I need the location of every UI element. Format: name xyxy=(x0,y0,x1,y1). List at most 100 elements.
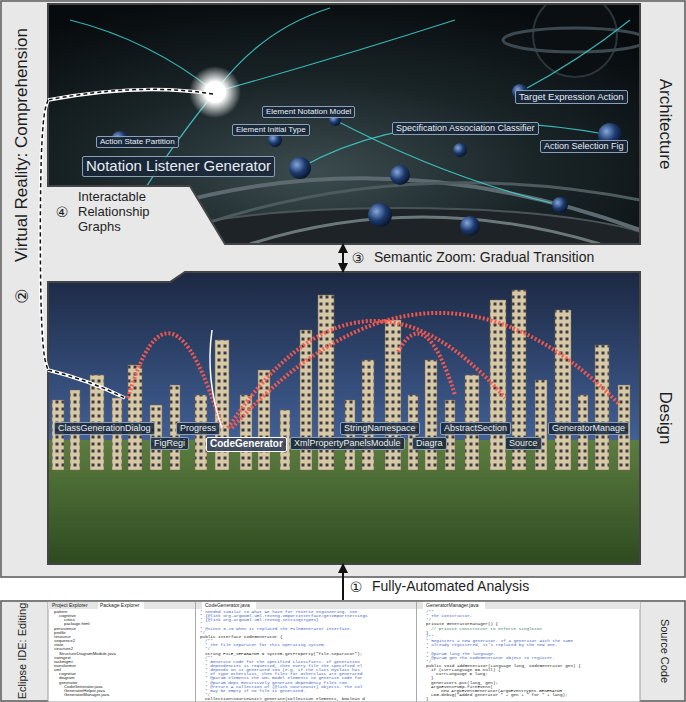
code-line: * {@link org.argouml.uml.reveng.Settings… xyxy=(200,618,319,622)
floor-arc xyxy=(150,183,640,244)
code-line: * The constructor. xyxy=(426,614,472,618)
edge-label: Semantic Zoom: Gradual Transition xyxy=(374,250,594,265)
relation-arc xyxy=(232,313,620,428)
vr-frame xyxy=(1,1,685,577)
ide-screenshot xyxy=(48,602,640,702)
scene-label: Action State Partition xyxy=(96,136,179,148)
tab-label: GeneratorManager.java xyxy=(426,603,479,608)
tower xyxy=(425,360,437,470)
tab-bar xyxy=(196,602,416,609)
active-tab xyxy=(98,602,144,609)
edge-label: Interactable Relationship Graphs xyxy=(78,190,182,235)
code-line: Collection<SourceUnit> generate(Collecti… xyxy=(205,697,365,701)
side-label: Source Code xyxy=(659,619,671,683)
tab-bar xyxy=(417,602,640,609)
planet xyxy=(368,203,392,227)
side-label: Architecture xyxy=(656,79,675,170)
planet-ring xyxy=(503,28,647,52)
side-label: Design xyxy=(656,392,675,445)
tree-item: GeneratorManager.java xyxy=(64,693,109,697)
relation-line xyxy=(520,20,630,92)
tower xyxy=(128,365,142,470)
scene-label: Element Initial Type xyxy=(232,124,310,136)
dark-planet xyxy=(533,0,617,77)
connector-group xyxy=(40,100,48,370)
scene-label: Notation Listener Generator xyxy=(82,156,275,177)
planet xyxy=(390,165,410,185)
scene-label: AbstractSection xyxy=(440,422,511,435)
code-line: * The file separator for this operating … xyxy=(205,643,326,647)
scene-label: Progress xyxy=(176,422,220,435)
tab-label: Project Explorer xyxy=(52,603,88,608)
connector xyxy=(342,244,344,272)
tower xyxy=(595,345,609,470)
scene-label: Specification Association Classifier xyxy=(392,122,539,135)
screenshot-outline xyxy=(48,4,640,244)
callout-number: ② xyxy=(14,288,31,303)
code-line: String FILE_SEPARATOR = System.getProper… xyxy=(205,652,362,656)
relation-arc xyxy=(398,334,455,395)
graph-pointer-halo xyxy=(48,370,125,398)
ide-frame xyxy=(1,601,685,701)
code-line: * already registered, it's replaced by t… xyxy=(426,643,558,647)
callout-number: ③ xyxy=(352,251,365,265)
pane-divider xyxy=(195,602,196,702)
connector-halo xyxy=(40,100,48,370)
code-line: LOG.debug("Added generator " + gen + " f… xyxy=(431,693,568,697)
code-line: * @since 0.20 when it replaced the FileG… xyxy=(200,627,352,631)
scene-label: CodeGenerator xyxy=(206,437,287,452)
connector xyxy=(342,564,344,600)
connector-group xyxy=(343,244,344,272)
scene-label: Source xyxy=(505,437,542,450)
tower xyxy=(535,380,547,470)
scene-label: Action Selection Fig xyxy=(540,140,628,153)
scene-label: Diagra xyxy=(412,437,447,450)
callout-number: ④ xyxy=(56,205,69,219)
graph-pointer-halo xyxy=(48,89,213,100)
active-tab xyxy=(202,602,256,609)
side-label: Eclipse IDE: Editing xyxy=(16,603,28,700)
floor-arc xyxy=(250,217,600,244)
active-tab xyxy=(423,602,485,609)
code-line: // private constructor to enforce single… xyxy=(431,627,542,631)
tab-label: CodeGenerator.java xyxy=(205,603,250,608)
code-line: * @param gen The CodeGenerator object to… xyxy=(426,656,555,660)
scene-label: GeneratorManage xyxy=(548,422,629,435)
scene-label: FigRegi xyxy=(150,437,189,450)
relation-line xyxy=(215,20,455,92)
scene-label: Element Notation Model xyxy=(262,106,355,118)
graph-pointer xyxy=(48,370,125,398)
tower xyxy=(362,360,374,470)
relation-line xyxy=(335,120,560,205)
pane-divider xyxy=(416,602,417,702)
design-scene xyxy=(48,272,640,564)
tab-label: Package Explorer xyxy=(100,603,139,608)
screenshot-panel: Design xyxy=(48,272,640,564)
architecture-scene xyxy=(48,0,670,296)
relation-arc xyxy=(128,333,222,428)
scene-label: ClassGenerationDialog xyxy=(54,422,155,435)
sky xyxy=(48,272,640,564)
tower xyxy=(555,310,571,470)
pointer-ray xyxy=(210,330,222,428)
connector xyxy=(40,100,48,370)
scene-label: StringNamespace xyxy=(340,422,420,435)
vr-panel: Virtual Reality: ComprehensionArchitectu… xyxy=(0,0,686,578)
edge-label: Fully-Automated Analysis xyxy=(372,579,529,594)
code-line: * may be empty if no file is generated. xyxy=(205,689,306,693)
tower xyxy=(490,300,506,470)
scene-label: XmlPropertyPanelsModule xyxy=(290,437,405,450)
vr-ground xyxy=(0,0,686,578)
graph-pointer xyxy=(48,89,213,100)
screenshot-outline xyxy=(48,272,640,564)
planet xyxy=(453,143,467,157)
planet xyxy=(460,216,480,236)
scene-label: Target Expression Action xyxy=(515,90,628,104)
callout-number: ① xyxy=(350,580,363,594)
tab-bar xyxy=(48,602,195,609)
code-line: currLanguage = lang; xyxy=(436,672,488,676)
relation-arc xyxy=(228,321,505,428)
planet xyxy=(552,197,568,213)
ide-ground xyxy=(0,600,686,702)
floor-arc xyxy=(60,178,640,244)
